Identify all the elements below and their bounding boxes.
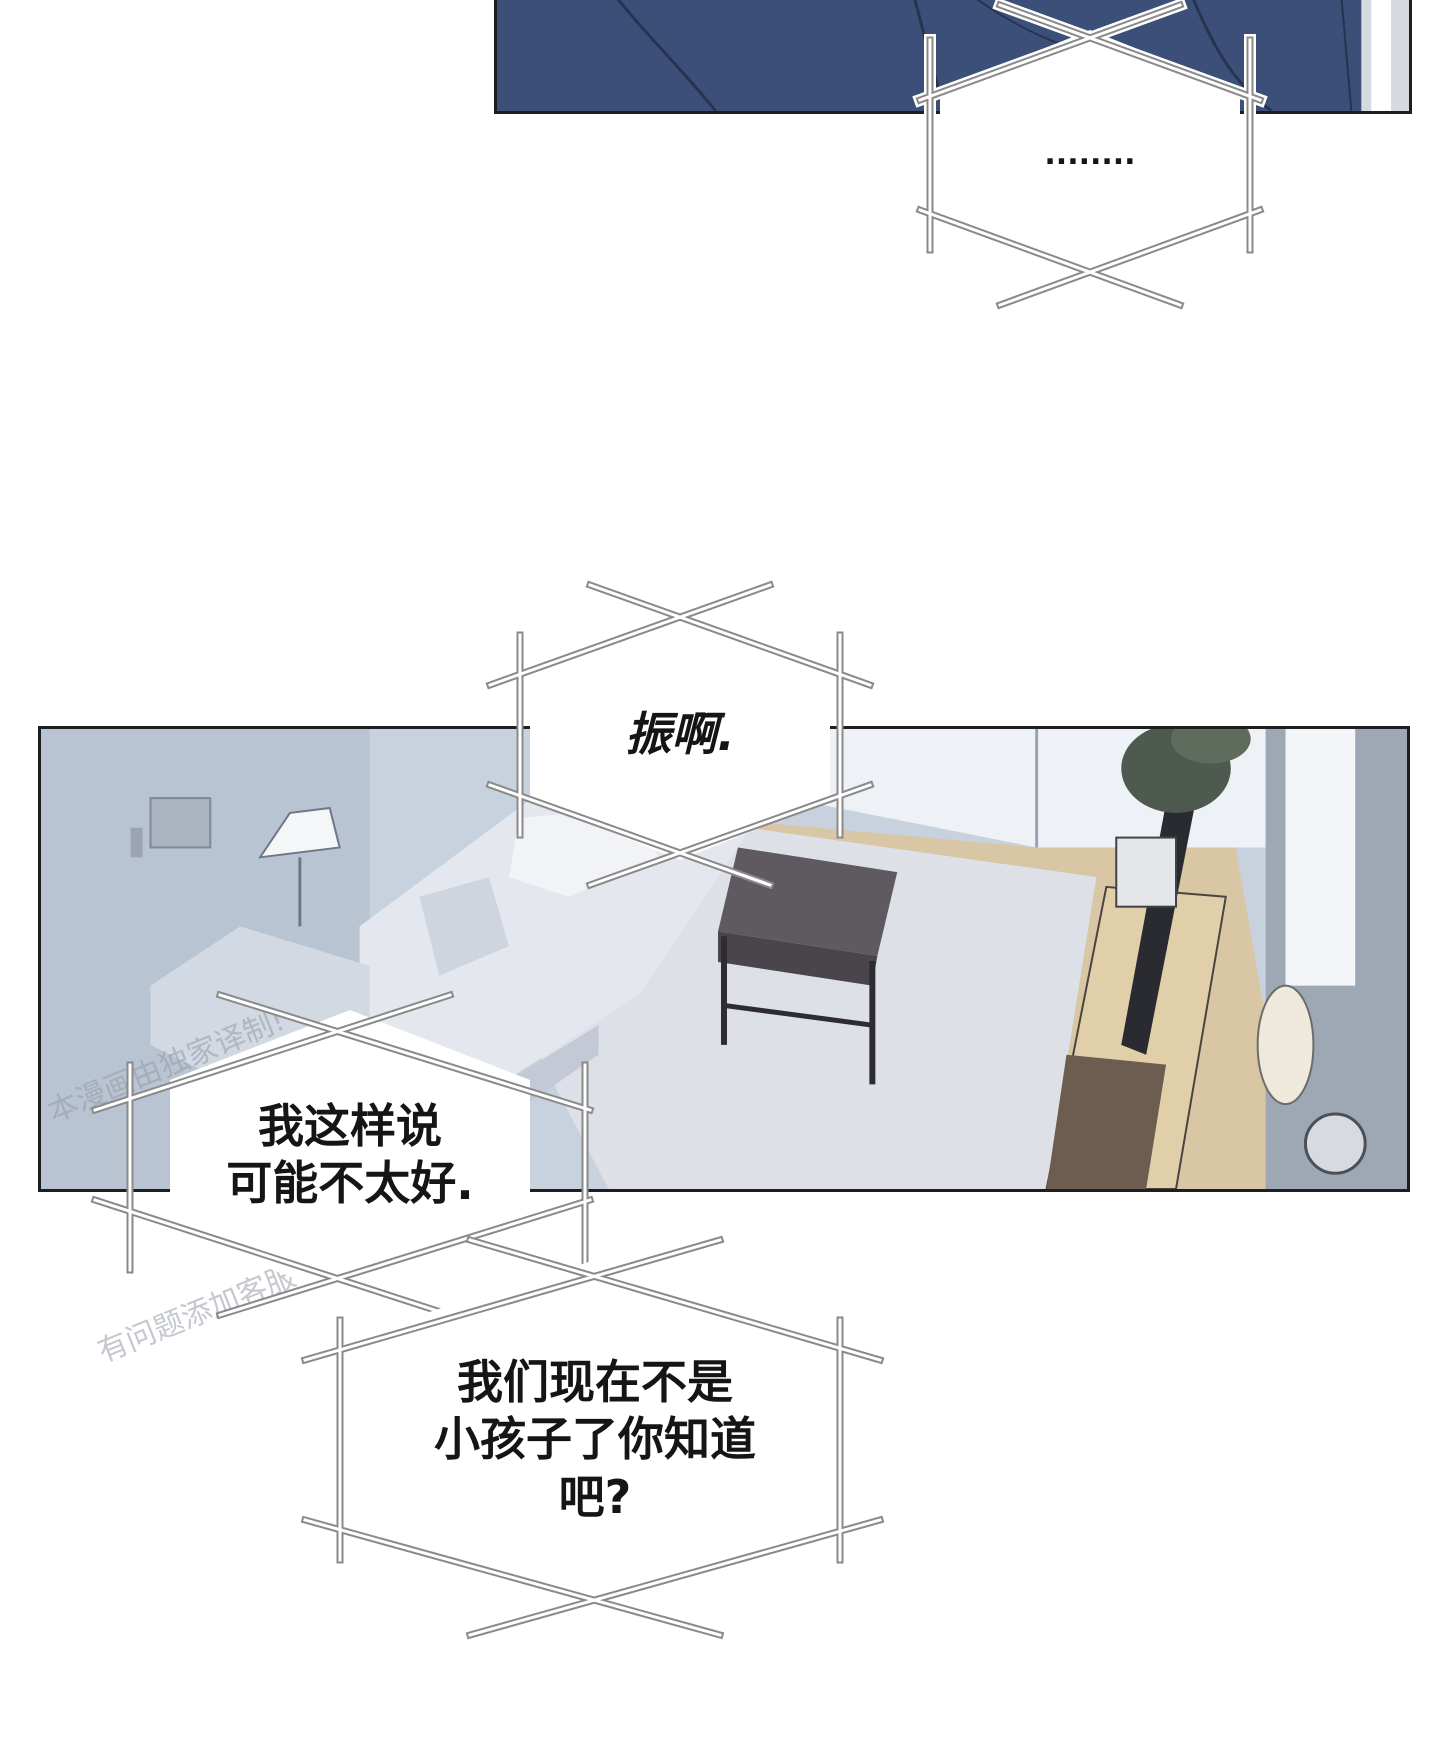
bubble-text-ellipsis: ........ (1044, 137, 1136, 173)
speech-bubble-ellipsis: ........ (880, 0, 1300, 313)
hexagon-frame-icon (485, 580, 875, 890)
bubble-text-line-a: 我这样说 可能不太好. (226, 1098, 474, 1211)
hexagon-frame-icon (90, 990, 595, 1320)
bubble-text-line-b: 我们现在不是 小孩子了你知道 吧? (434, 1354, 756, 1524)
hexagon-frame-icon (300, 1235, 885, 1640)
top-panel-suit (494, 0, 1412, 114)
speech-bubble-line-a: 我这样说 可能不太好. (90, 990, 610, 1320)
speech-bubble-line-b: 我们现在不是 小孩子了你知道 吧? (300, 1235, 890, 1640)
suit-illustration (497, 0, 1409, 111)
bubble-text-zhen-ah: 振啊. (625, 707, 735, 762)
speech-bubble-zhen-ah: 振啊. (480, 580, 880, 890)
hexagon-frame-icon (912, 0, 1268, 313)
